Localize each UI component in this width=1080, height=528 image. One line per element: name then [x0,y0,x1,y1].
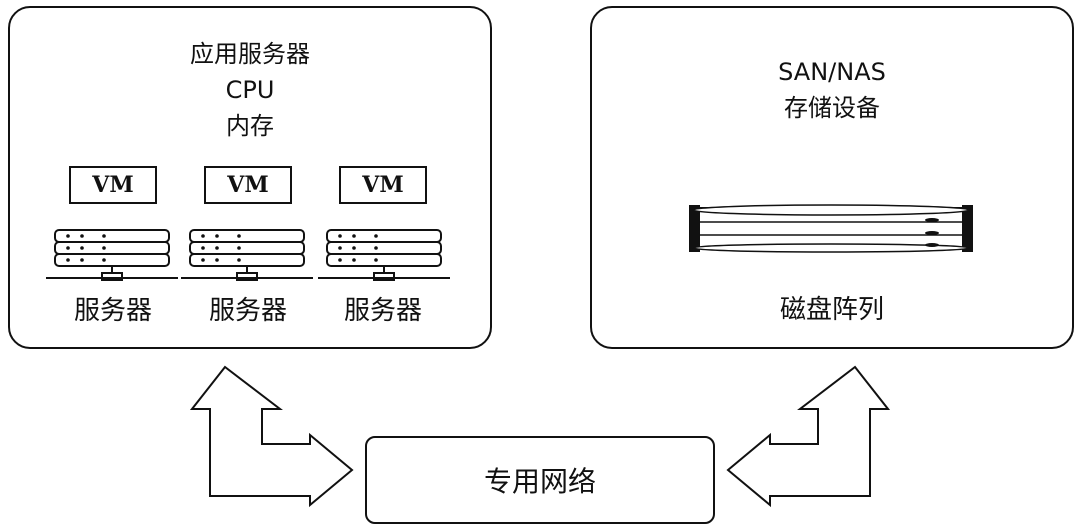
server-label-2: 服务器 [208,296,287,326]
app-server-box: 应用服务器 CPU 内存 VM VM VM 服务器 服务器 服务器 [8,6,492,349]
cpu-label: CPU [225,76,275,104]
storage-subtitle: 存储设备 [784,94,880,122]
server-stack-icon-2 [181,229,313,281]
right-double-arrow [726,365,891,508]
storage-box: SAN/NAS 存储设备 磁盘阵列 [590,6,1074,349]
server-label-3: 服务器 [343,296,422,326]
disk-array-label: 磁盘阵列 [779,295,884,325]
storage-title: SAN/NAS [778,58,886,86]
vm-box-3: VM [339,166,427,204]
server-stack-icon-3 [318,229,450,281]
vm-box-2: VM [204,166,292,204]
vm-box-1: VM [69,166,157,204]
memory-label: 内存 [226,112,274,140]
network-box: 专用网络 [365,436,715,524]
server-stack-icon-1 [46,229,178,281]
server-label-1: 服务器 [73,296,152,326]
app-server-title: 应用服务器 [190,40,310,68]
left-double-arrow [189,365,354,508]
disk-array-icon [689,204,973,253]
network-label: 专用网络 [483,465,596,498]
